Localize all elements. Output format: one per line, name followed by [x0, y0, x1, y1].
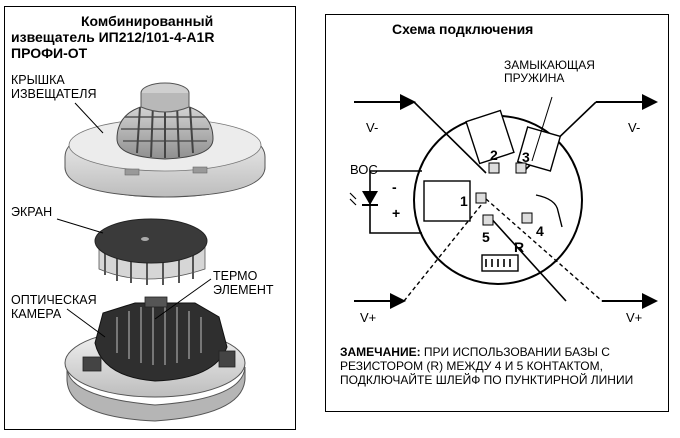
wiring-schematic	[349, 94, 658, 309]
cover-leader-line	[74, 102, 104, 134]
v-minus-right-label: V-	[628, 120, 641, 135]
thermo-element-label: ТЕРМО ЭЛЕМЕНТ	[213, 269, 274, 297]
terminal-2-label: 2	[490, 147, 498, 163]
product-title-line2: извещатель ИП212/101-4-А1R	[11, 29, 215, 45]
screw-1-icon	[475, 192, 487, 204]
boc-label: ВОС	[350, 162, 378, 177]
note-heading: ЗАМЕЧАНИЕ:	[340, 345, 421, 359]
wiring-diagram-panel: Схема подключения	[325, 14, 669, 412]
screw-2-icon	[488, 162, 500, 174]
detector-cover	[64, 82, 266, 198]
spring-leader-line	[531, 96, 553, 162]
boc-led-icon	[362, 191, 378, 205]
closing-spring	[535, 194, 563, 228]
cover-label: КРЫШКА ИЗВЕЩАТЕЛЯ	[11, 73, 97, 101]
terminal-block-3	[516, 126, 562, 172]
boc-minus-sign: -	[392, 179, 397, 195]
screw-4-icon	[521, 212, 533, 224]
terminal-block-1	[423, 180, 471, 222]
screw-3-icon	[515, 162, 527, 174]
v-plus-left-label: V+	[360, 310, 377, 325]
spring-label: ЗАМЫКАЮЩАЯ ПРУЖИНА	[504, 58, 595, 85]
note-text: ПРИ ИСПОЛЬЗОВАНИИ БАЗЫ С РЕЗИСТОРОМ (R) …	[340, 345, 634, 387]
optical-chamber-label: ОПТИЧЕСКАЯ КАМЕРА	[11, 293, 97, 321]
wiring-diagram-title: Схема подключения	[392, 21, 534, 37]
screen-label: ЭКРАН	[11, 205, 53, 219]
terminal-5-label: 5	[482, 229, 490, 245]
optical-chamber	[64, 296, 246, 422]
v-plus-solid-wire	[487, 214, 567, 302]
v-minus-left-wire	[413, 101, 487, 174]
terminal-4-label: 4	[536, 223, 544, 239]
resistor-label: R	[514, 239, 525, 255]
terminal-3-label: 3	[522, 149, 530, 165]
thermo-leader-line	[154, 278, 212, 320]
v-plus-right-label: V+	[626, 310, 643, 325]
terminal-1-label: 1	[460, 193, 468, 209]
screw-5-icon	[482, 214, 494, 226]
product-title-line3: ПРОФИ-ОТ	[11, 45, 88, 61]
boc-plus-sign: +	[392, 205, 401, 221]
detector-parts-illustration	[56, 82, 266, 422]
resistor-icon	[481, 254, 519, 272]
v-plus-right-dashed	[485, 198, 603, 302]
terminal-block-2	[465, 109, 515, 165]
v-minus-left-label: V-	[366, 120, 379, 135]
detector-exploded-view-panel: Комбинированный извещатель ИП212/101-4-А…	[4, 6, 296, 430]
wiring-note: ЗАМЕЧАНИЕ: ПРИ ИСПОЛЬЗОВАНИИ БАЗЫ С РЕЗИ…	[340, 345, 660, 387]
detector-screen	[94, 218, 208, 285]
product-title-line1: Комбинированный	[81, 13, 214, 29]
screen-leader-line	[56, 218, 104, 234]
chamber-leader-line	[66, 308, 106, 338]
v-plus-left-dashed	[403, 198, 487, 302]
